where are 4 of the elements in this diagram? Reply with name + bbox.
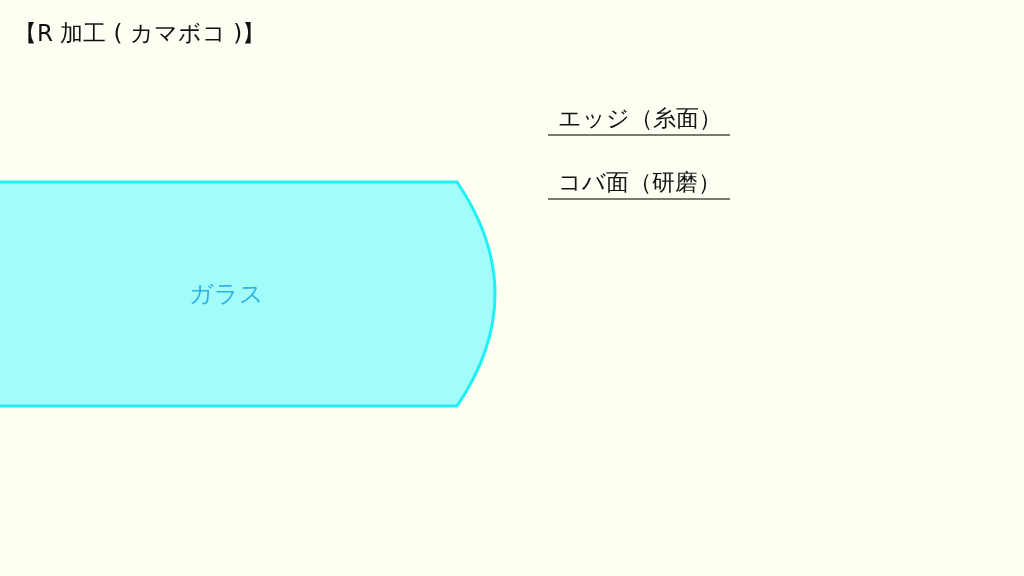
underlined-label: コバ面（研磨） (548, 166, 730, 200)
shape-label: ガラス (188, 279, 264, 310)
underlined-label: エッジ（糸面） (548, 102, 730, 136)
title: 【R 加工 ( カマボコ )】 (14, 19, 266, 48)
